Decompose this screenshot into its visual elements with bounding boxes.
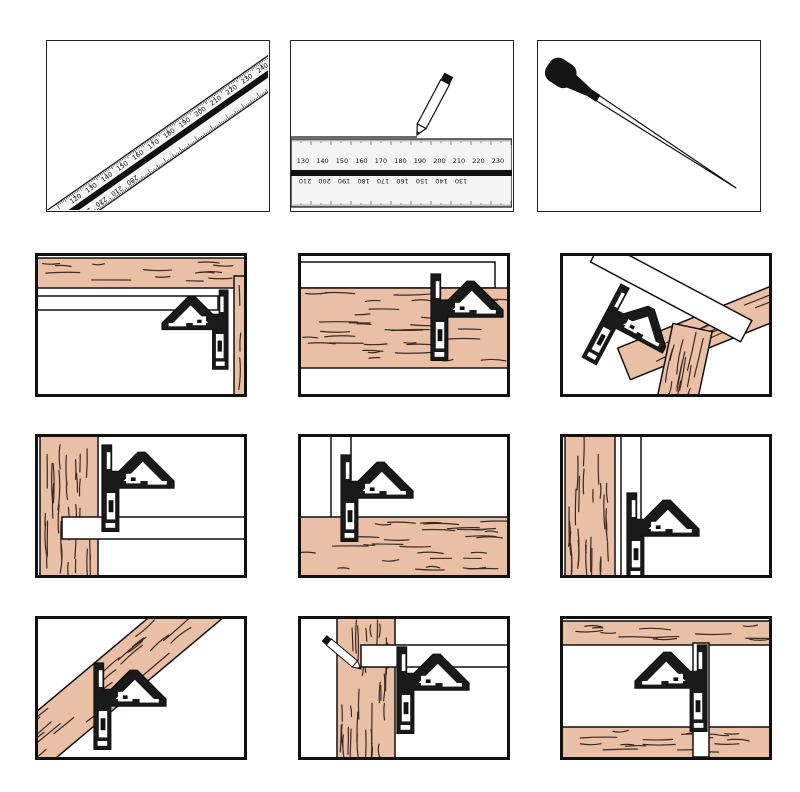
wood-board-icon [301, 516, 507, 575]
panel-square-usage-3 [560, 253, 772, 397]
ruler-tick-label: 170 [377, 177, 389, 185]
panel-square-usage-9 [560, 616, 772, 760]
ruler-icon: 130 140 150 160 170 180 190 200 210 220 230 210 200 1… [291, 72, 512, 208]
combination-square-icon [93, 662, 167, 751]
ruler-tick-label: 180 [357, 177, 369, 185]
combination-square-icon [101, 444, 175, 533]
wood-board-icon [563, 726, 769, 757]
ruler-tick-label: 140 [435, 177, 447, 185]
combination-square-icon [340, 454, 414, 543]
panel-scriber [537, 40, 761, 212]
scriber-icon [544, 57, 737, 189]
square-blade [589, 256, 753, 343]
ruler-tick-label: 130 [297, 157, 309, 165]
ruler-tick-label: 210 [453, 157, 465, 165]
scriber-tool [544, 57, 737, 189]
ruler-tick-label: 230 [492, 157, 504, 165]
wood-board-icon [233, 275, 244, 394]
panel-square-usage-1 [35, 253, 247, 397]
combination-square-icon [634, 644, 708, 733]
ruler-tick-label: 230 [78, 206, 93, 210]
ruler-tick-label: 220 [472, 157, 484, 165]
panel-square-usage-7 [35, 616, 247, 760]
square-blade [38, 295, 219, 311]
panel-square-usage-8 [298, 616, 510, 760]
panel-square-usage-4 [35, 434, 247, 578]
combination-square-icon [626, 492, 700, 575]
ruler-tick-label: 150 [416, 177, 428, 185]
ruler-tick-label: 180 [394, 157, 406, 165]
ruler-tick-label: 160 [355, 157, 367, 165]
square-blade [61, 516, 244, 540]
wood-board-icon [647, 322, 714, 394]
ruler-tick-label: 160 [396, 177, 408, 185]
pencil-icon [321, 635, 362, 670]
combination-square-icon [430, 273, 504, 362]
ruler-horizontal: 130 140 150 160 170 180 190 200 210 220 230 210 200 1… [291, 138, 512, 208]
combination-square-icon [161, 289, 229, 370]
ruler-tick-label: 190 [338, 177, 350, 185]
wood-board-icon [38, 257, 244, 289]
ruler-tick-label: 150 [336, 157, 348, 165]
ruler-tick-label: 200 [433, 157, 445, 165]
panel-square-usage-2 [298, 253, 510, 397]
ruler-tick-label: 170 [375, 157, 387, 165]
pencil-icon [416, 72, 454, 137]
ruler-diagonal: 1201301401501601701801902002102202302402… [47, 43, 268, 210]
ruler-tick-label: 140 [316, 157, 328, 165]
combination-square-icon [396, 646, 470, 735]
ruler-tick-label: 130 [455, 177, 467, 185]
wood-board-icon [564, 437, 616, 575]
combination-square-icon [581, 283, 667, 366]
ruler-icon: 1201301401501601701801902002102202302402… [47, 43, 268, 210]
panel-square-usage-6 [560, 434, 772, 578]
panel-ruler-pencil: 130 140 150 160 170 180 190 200 210 220 230 210 200 1… [290, 40, 514, 212]
panel-square-usage-5 [298, 434, 510, 578]
ruler-tick-label: 190 [414, 157, 426, 165]
wood-board-icon [39, 437, 99, 575]
wood-board-icon [563, 620, 769, 646]
wood-board-icon [336, 619, 396, 757]
ruler-tick-label: 200 [318, 177, 330, 185]
ruler-tick-label: 210 [299, 177, 311, 185]
